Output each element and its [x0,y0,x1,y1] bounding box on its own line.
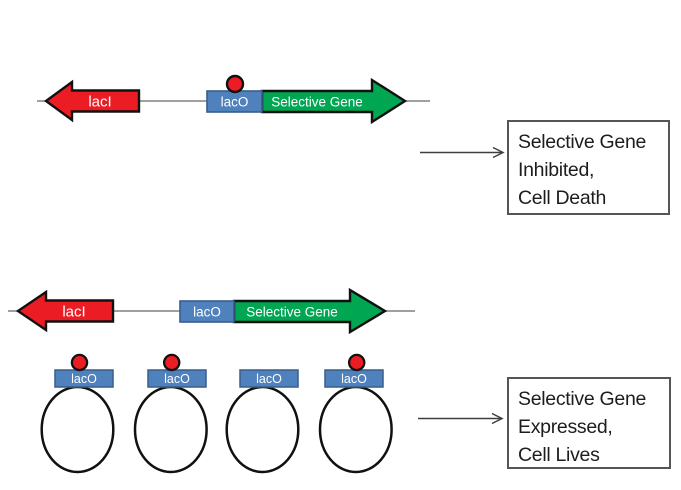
repressor-dot-icon [70,353,89,372]
connector-arrow-top [420,146,505,159]
laci-arrow [15,289,115,333]
outcome-box-expressed: Selective Gene Expressed, Cell Lives [507,377,671,469]
selective-gene-arrow [260,77,408,125]
laco-label: lacO [221,95,249,110]
plasmid-laco-label: lacO [164,372,190,386]
repressor-dot-icon [225,74,245,94]
arrowhead-icon [492,146,505,159]
plasmid-2: lacO [133,353,208,474]
plasmid-circle [133,385,208,474]
plasmid-laco-label: lacO [341,372,367,386]
laco-label: lacO [193,305,221,320]
laci-arrow [43,79,141,123]
outcome-text-line: Selective Gene [518,388,647,410]
outcome-box-inhibited: Selective Gene Inhibited, Cell Death [507,120,670,215]
gene-construct-repressed: lacI Selective Gene lacO [37,74,430,125]
outcome-text-line: Selective Gene [518,131,647,153]
outcome-text-line: Expressed, [518,416,613,438]
connector-arrow-bottom [418,412,504,425]
laci-label: lacI [88,94,111,111]
plasmid-3: lacO [225,369,300,474]
plasmid-laco-label: lacO [256,372,282,386]
plasmid-1: lacO [40,353,115,474]
repressor-dot-icon [162,353,181,372]
outcome-text-line: Inhibited, [518,159,595,181]
laco-box [179,300,235,323]
repressor-dot-icon [347,353,366,372]
outcome-text-line: Cell Lives [518,444,600,466]
outcome-text-line: Cell Death [518,187,607,209]
plasmid-laco-box [147,369,207,388]
plasmid-circle [40,385,115,474]
plasmid-laco-label: lacO [71,372,97,386]
arrowhead-icon [491,412,504,425]
plasmid-laco-box [239,369,299,388]
selective-gene-label: Selective Gene [246,305,338,320]
laci-label: lacI [62,304,85,321]
laco-decoy-plasmids: lacO lacO lacO lacO [40,353,393,474]
plasmid-circle [318,385,393,474]
selective-gene-arrow [232,287,388,335]
plasmid-circle [225,385,300,474]
plasmid-4: lacO [318,353,393,474]
gene-construct-expressed: lacI Selective Gene lacO [8,287,415,335]
selective-gene-label: Selective Gene [271,95,363,110]
